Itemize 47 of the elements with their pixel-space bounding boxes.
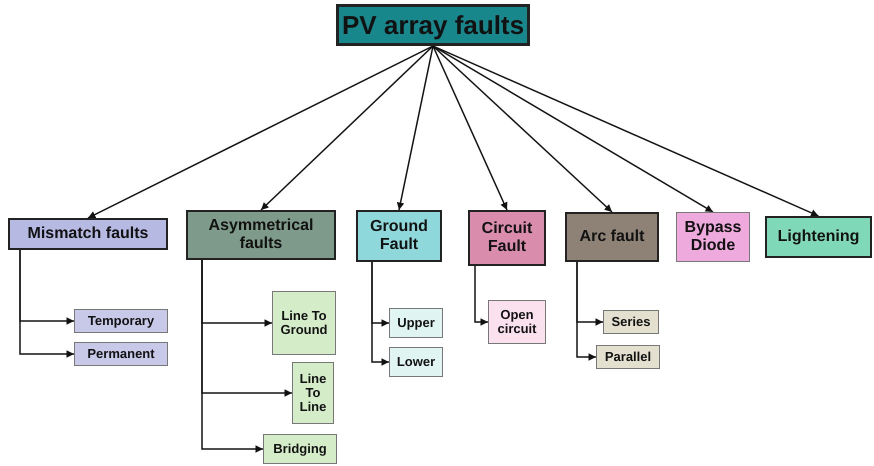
category-box bbox=[765, 216, 872, 258]
category-box bbox=[74, 309, 168, 333]
category-box bbox=[186, 210, 336, 260]
arrow bbox=[260, 45, 434, 211]
node-label: Permanent bbox=[87, 346, 155, 362]
node-label: Line To Line bbox=[298, 372, 328, 414]
node-label: Bypass Diode bbox=[684, 219, 742, 255]
node-label: Arc fault bbox=[580, 228, 644, 246]
category-box bbox=[676, 212, 750, 262]
node-label: Parallel bbox=[604, 350, 652, 364]
node-label: Upper bbox=[397, 316, 435, 330]
category-box bbox=[565, 212, 659, 262]
arrow bbox=[371, 262, 389, 366]
category-box bbox=[603, 310, 659, 334]
category-box bbox=[389, 308, 443, 338]
arrow bbox=[396, 46, 434, 210]
category-box bbox=[488, 300, 546, 344]
node-label: Series bbox=[611, 314, 651, 330]
category-box bbox=[356, 210, 442, 262]
title-box bbox=[336, 4, 530, 46]
node-label: Ground Fault bbox=[369, 218, 429, 254]
arrow bbox=[432, 46, 508, 210]
arrow bbox=[474, 266, 488, 326]
category-box bbox=[389, 347, 443, 377]
category-box bbox=[263, 434, 337, 464]
node-label: PV array faults bbox=[342, 10, 524, 40]
arrow bbox=[201, 260, 263, 453]
node-label: Bridging bbox=[273, 442, 327, 456]
node-label: Circuit Fault bbox=[480, 220, 534, 256]
category-box bbox=[8, 218, 168, 250]
category-box bbox=[292, 362, 334, 424]
category-box bbox=[272, 291, 336, 355]
arrow bbox=[432, 45, 819, 217]
category-box bbox=[596, 345, 660, 369]
arrow bbox=[88, 45, 434, 219]
category-box bbox=[74, 342, 168, 366]
category-box bbox=[468, 210, 546, 266]
arrow bbox=[576, 262, 596, 361]
arrow bbox=[432, 45, 612, 213]
node-label: Line To Ground bbox=[280, 308, 328, 338]
node-label: Temporary bbox=[88, 314, 154, 328]
node-label: Mismatch faults bbox=[28, 225, 148, 243]
node-label: Lower bbox=[396, 354, 436, 370]
arrow bbox=[19, 250, 74, 358]
node-label: Lightening bbox=[778, 228, 860, 246]
node-label: Open circuit bbox=[496, 308, 538, 336]
node-label: Asymmetrical faults bbox=[208, 217, 314, 253]
